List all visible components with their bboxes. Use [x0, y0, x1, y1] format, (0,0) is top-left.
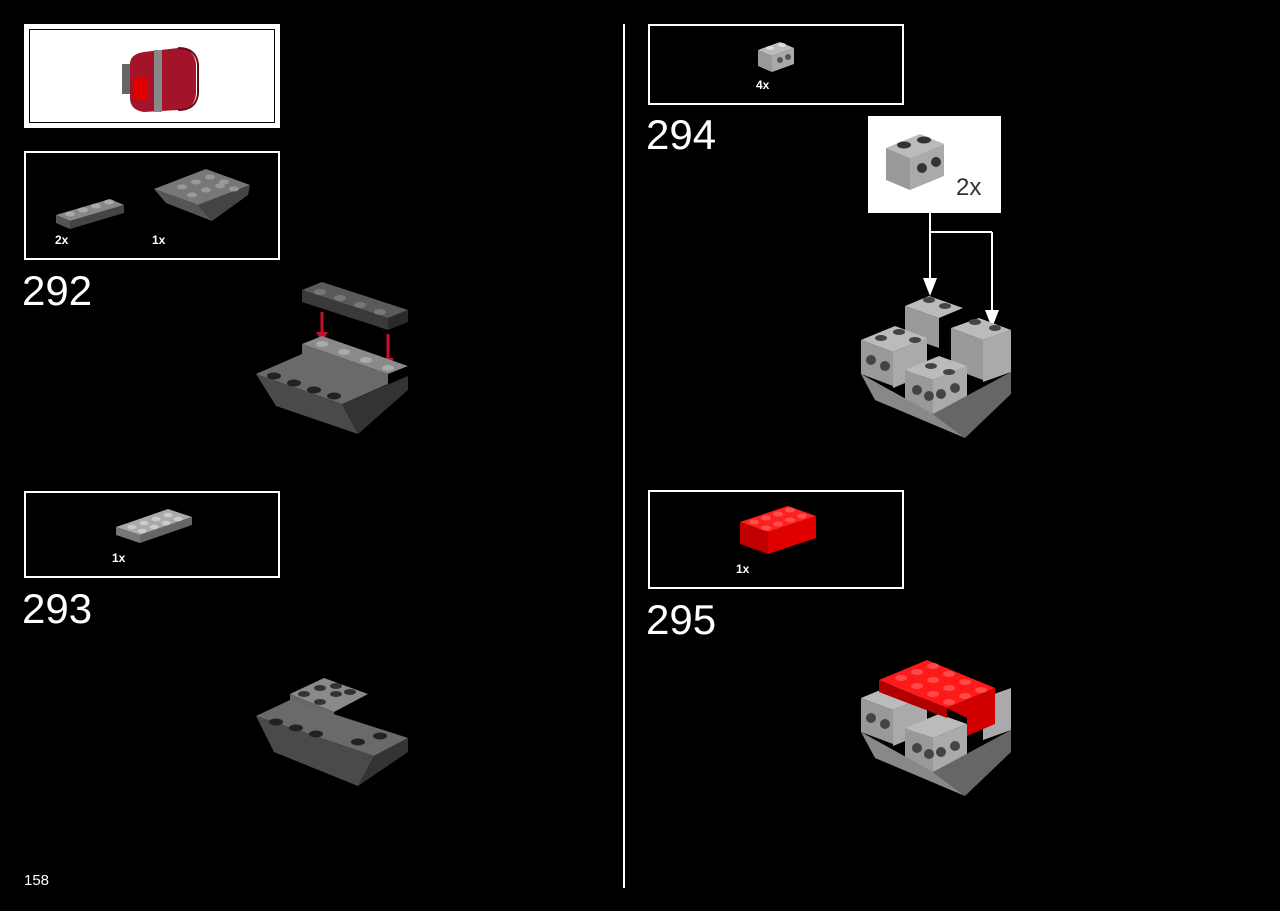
step-number: 292: [22, 267, 93, 314]
page-number: 158: [24, 872, 50, 889]
plate-1x4-icon: [56, 199, 124, 229]
step-number: 295: [646, 596, 717, 643]
callout-qty: 2x: [956, 174, 982, 201]
brick-1x2-side-studs-icon: [758, 42, 794, 72]
part-qty: 1x: [736, 562, 750, 576]
parts-list-295: 1x: [648, 490, 904, 589]
red-brick-2x4-icon: [740, 506, 816, 554]
part-qty: 2x: [55, 233, 69, 247]
subassembly-preview-box: [24, 24, 280, 128]
step-294-model: [861, 296, 1011, 438]
plate-2x4-icon: [116, 509, 192, 543]
callout-brick-icon: [886, 134, 944, 190]
column-divider: [623, 24, 625, 888]
part-qty: 1x: [152, 233, 166, 247]
inverted-slope-icon: [154, 169, 250, 221]
parts-list-292: 2x 1x: [24, 151, 280, 260]
callout-box: 2x: [868, 116, 1001, 213]
parts-list-294: 4x: [648, 24, 904, 105]
part-qty: 1x: [112, 551, 126, 565]
step-292-model: [256, 282, 408, 434]
red-subassembly-image: [122, 47, 199, 112]
part-qty: 4x: [756, 78, 770, 92]
step-number: 293: [22, 585, 93, 632]
parts-list-293: 1x: [24, 491, 280, 578]
step-293-model: [256, 678, 408, 786]
step-number: 294: [646, 111, 717, 158]
step-295-model: [861, 660, 1011, 796]
callout-arrows: [923, 208, 999, 328]
